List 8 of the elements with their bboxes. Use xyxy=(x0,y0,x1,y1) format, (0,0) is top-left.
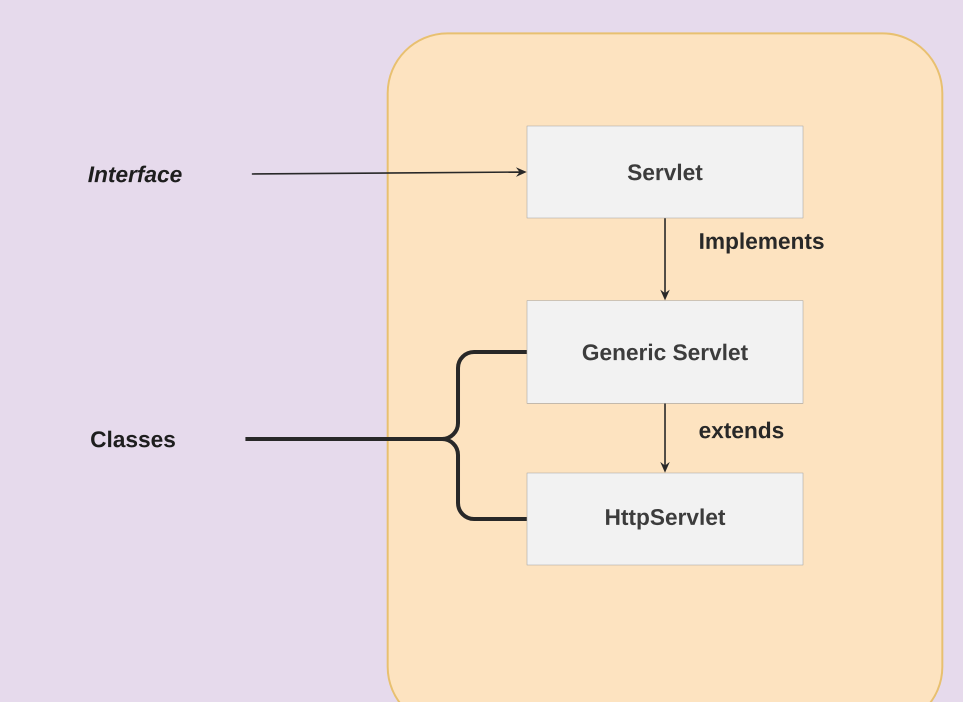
edge-label: extends xyxy=(697,420,786,440)
bracket-connector xyxy=(245,437,527,521)
class-box: Servlet xyxy=(526,126,804,218)
side-label: Classes xyxy=(91,430,175,448)
side-label: Interface xyxy=(88,166,182,182)
class-box: Generic Servlet xyxy=(526,300,804,404)
edge-label: Implements xyxy=(697,231,826,255)
class-box: HttpServlet xyxy=(526,472,804,566)
